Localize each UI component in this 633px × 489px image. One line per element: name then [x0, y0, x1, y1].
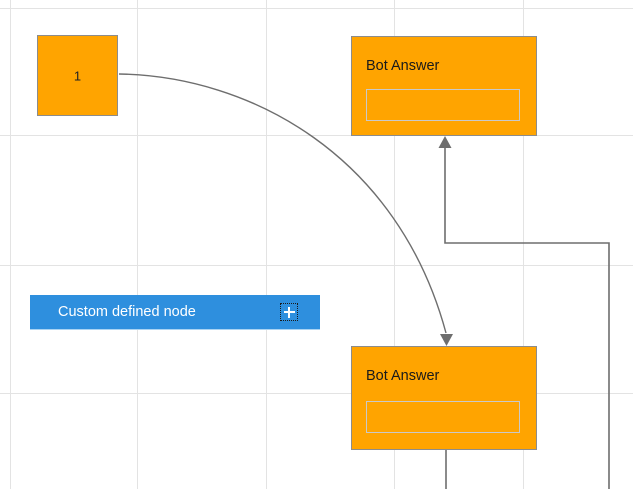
node-bot-answer-top-title: Bot Answer: [366, 58, 440, 74]
node-bot-answer-top-slot[interactable]: [366, 89, 520, 121]
custom-defined-node-label: Custom defined node: [58, 303, 196, 320]
node-start-label: 1: [73, 68, 82, 83]
node-bot-answer-bottom-title: Bot Answer: [366, 368, 440, 384]
custom-defined-node-button[interactable]: Custom defined node: [30, 295, 320, 329]
node-bot-answer-bottom-slot[interactable]: [366, 401, 520, 433]
node-bot-answer-bottom[interactable]: Bot Answer: [351, 346, 537, 450]
plus-icon[interactable]: [280, 303, 298, 321]
plus-icon-vertical-bar: [287, 306, 291, 318]
node-start[interactable]: 1: [37, 35, 118, 116]
node-bot-answer-top[interactable]: Bot Answer: [351, 36, 537, 136]
